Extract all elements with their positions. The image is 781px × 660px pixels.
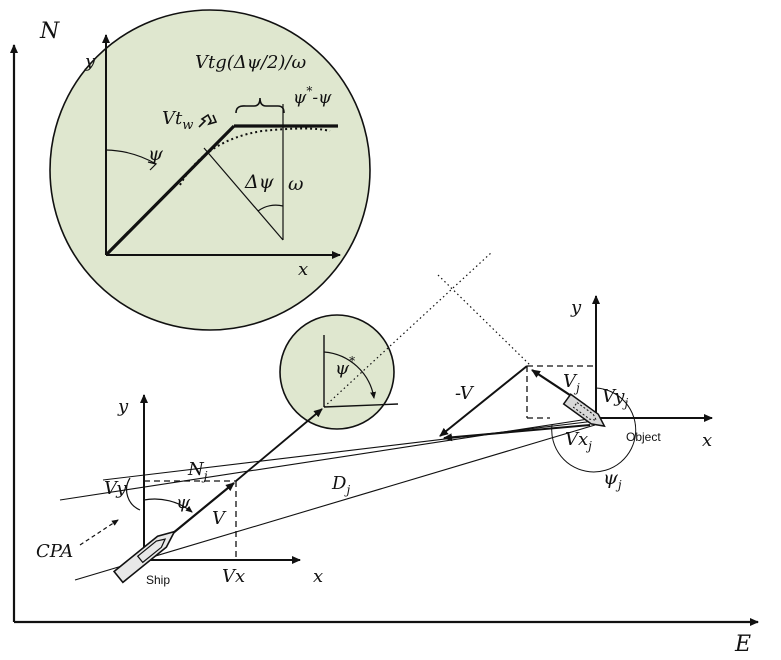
east-axis-label: E: [734, 632, 751, 657]
inset-y-label: y: [84, 51, 96, 72]
ship-frame: y x Vy Vx ψ V Ship CPA Nj: [36, 394, 323, 587]
ship-hull-icon: [112, 530, 176, 584]
inset-psi-diff-label: ψ*-ψ: [293, 84, 332, 108]
object-minus-v-label: -V: [455, 383, 475, 404]
dotted-guides: [323, 251, 531, 408]
cpa-label: CPA: [36, 541, 73, 562]
ship-psi-label: ψ: [176, 492, 191, 513]
dj-label: Dj: [331, 473, 350, 497]
global-axes: N E: [10, 19, 759, 657]
object-x-label: x: [702, 430, 712, 451]
ship-vy-label: Vy: [104, 478, 127, 499]
object-y-label: y: [570, 297, 582, 318]
inset-psi-label: ψ: [148, 143, 164, 165]
object-vyj-label: Vyj: [602, 386, 628, 410]
ship-x-label: x: [313, 566, 323, 587]
mid-psi-star-label: ψ*: [335, 354, 355, 379]
inset-omega-label: ω: [288, 173, 304, 195]
object-name-label: Object: [626, 430, 661, 444]
ship-vx-label: Vx: [222, 566, 245, 587]
object-frame: y x -V Vj Vyj Vxj ψj Object: [439, 295, 713, 492]
inset-delta-psi-label: Δψ: [244, 171, 275, 193]
inset-x-label: x: [298, 259, 308, 280]
object-psij-label: ψj: [603, 467, 622, 492]
ship-v-label: V: [212, 508, 227, 529]
object-vxj-label: Vxj: [565, 429, 592, 453]
north-axis-label: N: [39, 19, 60, 44]
object-hull-icon: [562, 393, 606, 428]
turn-detail-inset: y x Vtg(Δψ/2)/ω Vtw ψ*-ψ ψ Δψ ω: [49, 9, 371, 331]
nj-label: Nj: [187, 459, 208, 483]
inset-vtw-label: Vtw: [162, 108, 193, 133]
inset-formula-label: Vtg(Δψ/2)/ω: [195, 52, 306, 73]
ship-name-label: Ship: [146, 573, 170, 587]
object-vj-label: Vj: [563, 371, 580, 395]
heading-inset: ψ*: [279, 314, 399, 430]
ship-y-label: y: [117, 396, 129, 417]
